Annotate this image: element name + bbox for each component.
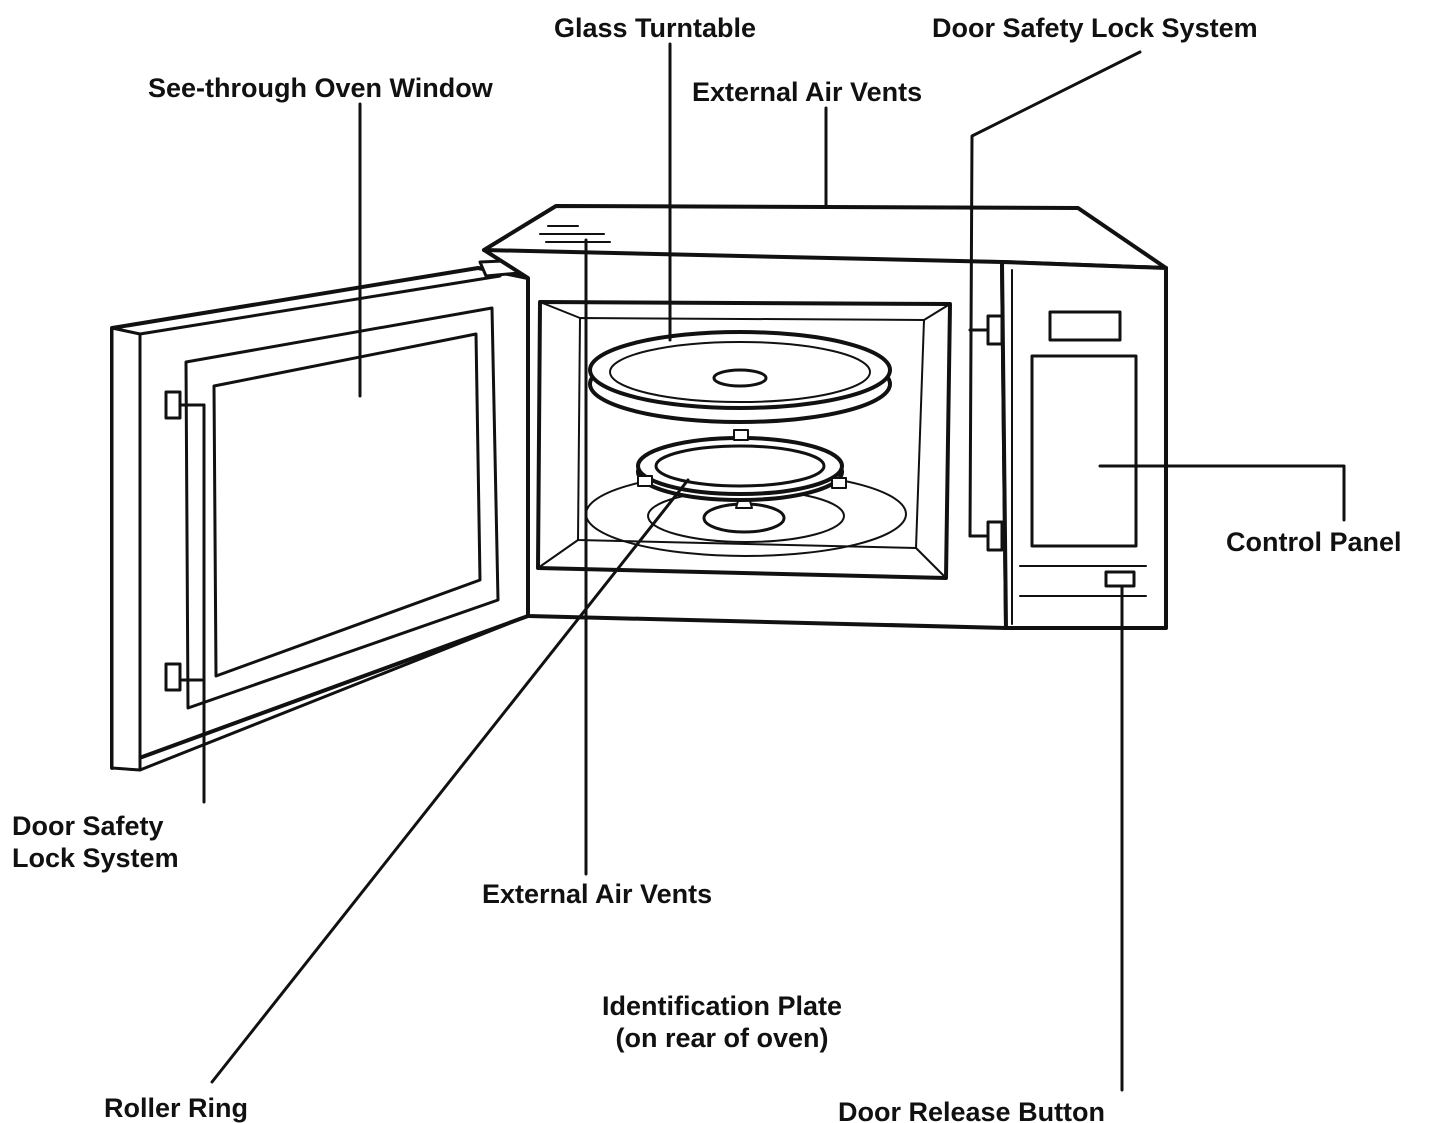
label-door-safety-lock-top: Door Safety Lock System [932, 13, 1258, 43]
label-see-through-window: See-through Oven Window [148, 73, 493, 103]
label-external-air-vents-bottom: External Air Vents [482, 879, 713, 909]
leader-lines [202, 42, 1346, 1092]
oven-door [110, 266, 530, 772]
label-door-safety-lock-left-line1: Door Safety [12, 811, 164, 841]
label-roller-ring: Roller Ring [104, 1093, 249, 1123]
top-vent-marks [539, 225, 611, 243]
label-external-air-vents-top: External Air Vents [692, 77, 923, 107]
control-panel [1019, 310, 1147, 597]
door-lock-tabs-door [164, 390, 206, 692]
label-door-release-button: Door Release Button [838, 1097, 1106, 1123]
label-control-panel: Control Panel [1226, 527, 1402, 557]
label-door-safety-lock-left: Door Safety Lock System [12, 810, 179, 874]
glass-turntable [588, 330, 892, 424]
label-door-safety-lock-left-line2: Lock System [12, 843, 179, 873]
label-identification-plate-line2: (on rear of oven) [615, 1023, 829, 1053]
see-through-window [212, 332, 482, 678]
door-lock-slots-oven [968, 314, 1004, 552]
door-release-button-shape [1104, 570, 1136, 588]
label-identification-plate-line1: Identification Plate [601, 991, 843, 1021]
label-glass-turntable: Glass Turntable [554, 13, 757, 43]
label-identification-plate: Identification Plate (on rear of oven) [562, 990, 882, 1054]
